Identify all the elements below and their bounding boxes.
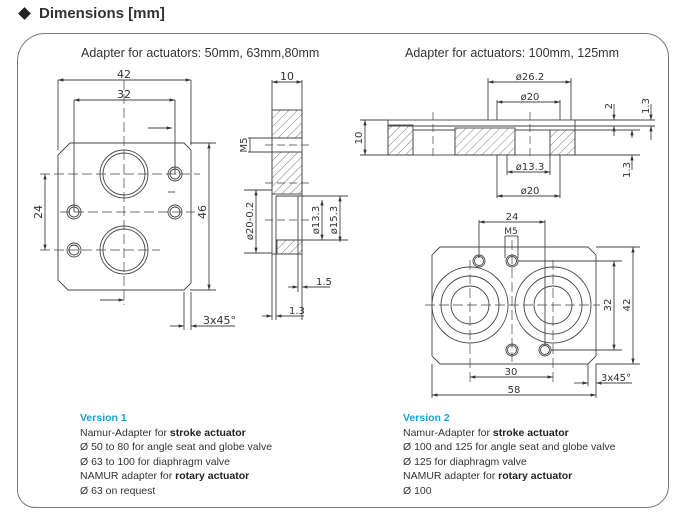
right-plate-outline [431, 246, 597, 365]
dim-label: ø13.3 [516, 162, 544, 173]
version-title: Version 1 [80, 412, 127, 424]
dim-label: 32 [603, 299, 614, 312]
left-hole [66, 242, 82, 258]
dim-label: 1.3 [289, 306, 305, 317]
dim-label: 58 [508, 385, 521, 396]
right-section-view [360, 78, 655, 198]
dim-label: 42 [622, 299, 633, 312]
dim-label: 3x45° [203, 314, 236, 327]
version-line: Ø 63 on request [80, 484, 156, 497]
version-1-block: Version 1 Namur-Adapter for stroke actua… [80, 411, 272, 499]
section-heading: Dimensions [mm] [18, 5, 165, 22]
dim-label: 10 [354, 132, 365, 145]
left-section-view [244, 80, 348, 320]
version-line: Ø 50 to 80 for angle seat and globe valv… [80, 441, 273, 454]
dim-label: 24 [506, 212, 519, 223]
dim-label: M5 [504, 227, 518, 237]
dim-label: 42 [117, 68, 131, 81]
right-drawing-title: Adapter for actuators: 100mm, 125mm [405, 46, 619, 60]
left-drawing-title: Adapter for actuators: 50mm, 63mm,80mm [81, 46, 320, 60]
dim-label: 2 [604, 103, 615, 109]
version-line: NAMUR adapter for rotary actuator [403, 470, 573, 483]
dim-label: ø13.3 [311, 206, 322, 234]
version-line: NAMUR adapter for rotary actuator [80, 470, 250, 483]
drawing-frame [17, 33, 669, 508]
dim-label: 1.3 [641, 98, 652, 114]
dim-label: 10 [280, 70, 294, 83]
dim-label: ø20 [521, 92, 540, 103]
dim-label: 1.5 [316, 277, 332, 288]
version-title: Version 2 [403, 412, 450, 424]
dim-label: 32 [117, 88, 131, 101]
left-plate-outline [57, 142, 192, 291]
dim-label: 46 [196, 205, 209, 219]
dim-label: ø20 [521, 186, 540, 197]
dim-label: 3x45° [601, 373, 631, 384]
dim-label: 1.3 [622, 162, 633, 178]
version-line: Ø 63 to 100 for diaphragm valve [80, 455, 231, 468]
dim-label: M5 [239, 138, 250, 153]
version-line: Namur-Adapter for stroke actuator [403, 426, 569, 439]
version-line: Namur-Adapter for stroke actuator [80, 426, 246, 439]
version-line: Ø 100 and 125 for angle seat and globe v… [403, 441, 616, 454]
version-line: Ø 125 for diaphragm valve [403, 455, 527, 468]
dim-label: ø20-0.2 [245, 202, 256, 240]
right-front-view [425, 220, 640, 398]
left-front-view [40, 78, 235, 330]
dim-label: ø15.3 [329, 206, 340, 234]
dim-label: ø26.2 [516, 72, 544, 83]
version-line: Ø 100 [403, 484, 432, 497]
dim-label: 24 [32, 205, 45, 219]
heading-title: Dimensions [mm] [39, 5, 165, 22]
dim-label: 30 [505, 367, 518, 378]
version-2-block: Version 2 Namur-Adapter for stroke actua… [403, 411, 616, 499]
